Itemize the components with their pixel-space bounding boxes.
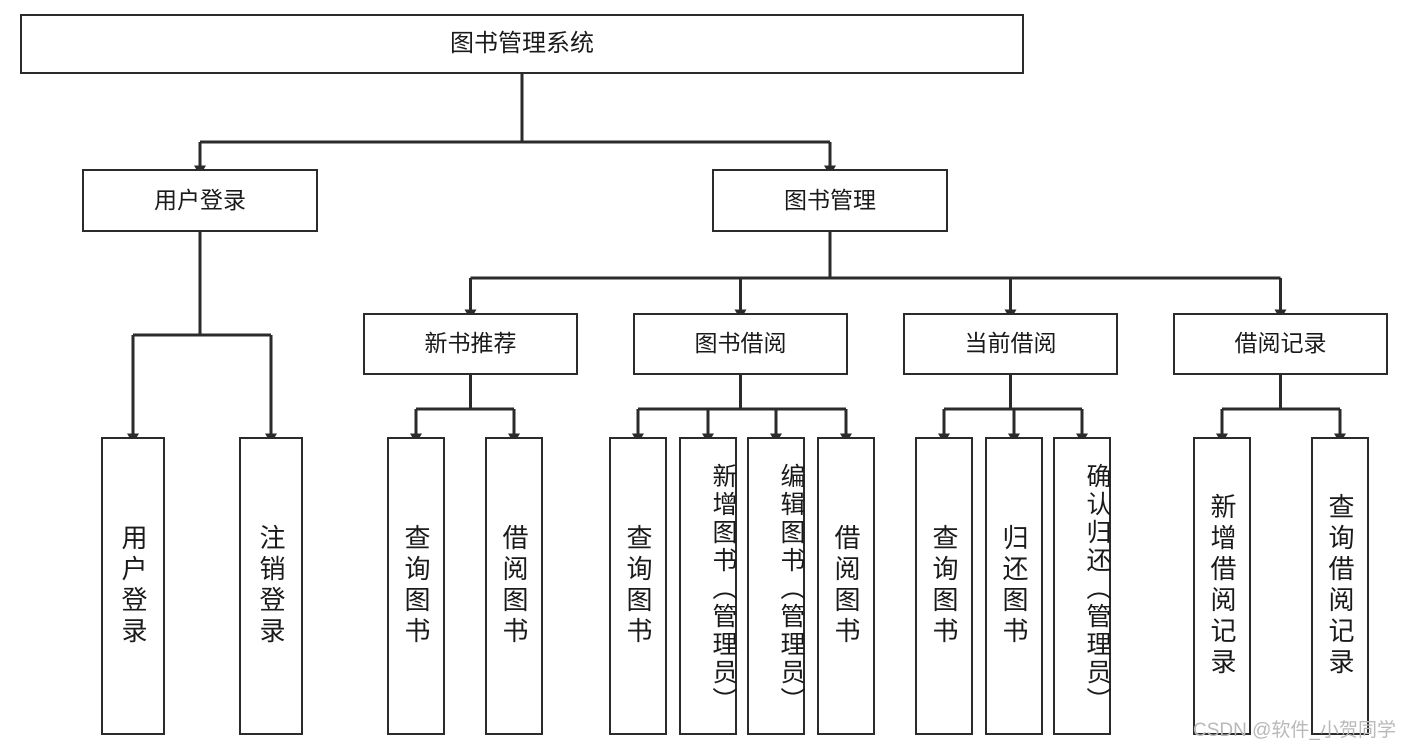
node-label: 用户登录 bbox=[154, 186, 246, 213]
node-label: 确认归还（管理员） bbox=[1083, 463, 1111, 715]
node-label: 注销登录 bbox=[256, 524, 286, 648]
node-leaf-cur-query-book[interactable]: 查询图书 bbox=[915, 437, 973, 735]
node-leaf-rec-query-record[interactable]: 查询借阅记录 bbox=[1311, 437, 1369, 735]
node-root[interactable]: 图书管理系统 bbox=[20, 14, 1024, 74]
node-leaf-borrow-borrow-book[interactable]: 借阅图书 bbox=[817, 437, 875, 735]
node-label: 图书管理 bbox=[784, 186, 876, 213]
csdn-watermark: CSDN @软件_小贺同学 bbox=[1193, 720, 1396, 741]
node-label: 归还图书 bbox=[999, 524, 1029, 648]
node-borrow-record[interactable]: 借阅记录 bbox=[1173, 313, 1388, 375]
node-label: 查询图书 bbox=[929, 524, 959, 648]
node-label: 编辑图书（管理员） bbox=[777, 463, 805, 715]
node-label: 用户登录 bbox=[118, 524, 148, 648]
node-leaf-rec-borrow-book[interactable]: 借阅图书 bbox=[485, 437, 543, 735]
node-current-borrow[interactable]: 当前借阅 bbox=[903, 313, 1118, 375]
node-leaf-borrow-add-book[interactable]: 新增图书（管理员） bbox=[679, 437, 737, 735]
node-label: 图书借阅 bbox=[694, 330, 787, 357]
node-label: 新书推荐 bbox=[424, 330, 517, 357]
node-label: 借阅图书 bbox=[499, 524, 529, 648]
node-book-borrow[interactable]: 图书借阅 bbox=[633, 313, 848, 375]
node-leaf-rec-query-book[interactable]: 查询图书 bbox=[387, 437, 445, 735]
node-label: 新增借阅记录 bbox=[1207, 493, 1237, 679]
node-leaf-rec-add-record[interactable]: 新增借阅记录 bbox=[1193, 437, 1251, 735]
node-label: 图书管理系统 bbox=[450, 29, 594, 57]
node-label: 查询图书 bbox=[401, 524, 431, 648]
node-label: 查询图书 bbox=[623, 524, 653, 648]
node-label: 查询借阅记录 bbox=[1325, 493, 1355, 679]
node-leaf-user-logout[interactable]: 注销登录 bbox=[239, 437, 303, 735]
node-book-manage[interactable]: 图书管理 bbox=[712, 169, 948, 232]
node-label: 借阅记录 bbox=[1234, 330, 1327, 357]
node-label: 当前借阅 bbox=[964, 330, 1057, 357]
node-new-book-rec[interactable]: 新书推荐 bbox=[363, 313, 578, 375]
node-leaf-user-login[interactable]: 用户登录 bbox=[101, 437, 165, 735]
node-label: 新增图书（管理员） bbox=[709, 463, 737, 715]
node-leaf-cur-return-book[interactable]: 归还图书 bbox=[985, 437, 1043, 735]
node-user-login[interactable]: 用户登录 bbox=[82, 169, 318, 232]
node-label: 借阅图书 bbox=[831, 524, 861, 648]
node-leaf-cur-confirm-return[interactable]: 确认归还（管理员） bbox=[1053, 437, 1111, 735]
node-leaf-borrow-edit-book[interactable]: 编辑图书（管理员） bbox=[747, 437, 805, 735]
node-leaf-borrow-query-book[interactable]: 查询图书 bbox=[609, 437, 667, 735]
